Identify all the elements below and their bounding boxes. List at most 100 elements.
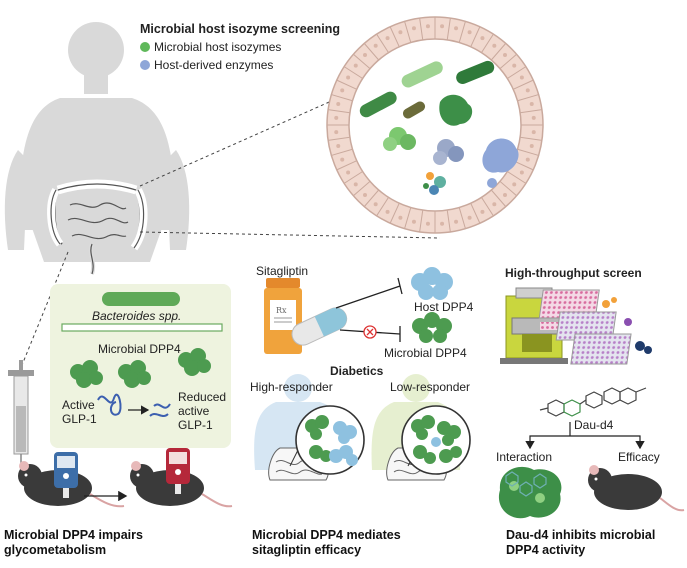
epithelial-cell-nucleus: [525, 88, 530, 93]
docking-complex-icon: [498, 466, 562, 519]
epithelial-cell-border: [458, 207, 466, 229]
epithelial-cell-border: [331, 94, 353, 102]
bacterium-dark-green: [456, 60, 495, 85]
reduced-glp1-label: Reduced active GLP-1: [178, 390, 226, 432]
epithelial-cell-nucleus: [519, 170, 524, 175]
epithelial-cell-nucleus: [440, 221, 445, 226]
high-responder-label: High-responder: [250, 380, 333, 394]
microbial-dpp4-protein-middle: [412, 312, 452, 343]
svg-text:Rx: Rx: [276, 306, 287, 315]
legend-item-microbial: Microbial host isozymes: [140, 40, 281, 54]
epithelial-cell-nucleus: [467, 30, 472, 35]
epithelial-cell-nucleus: [353, 182, 358, 187]
host-enzyme-blob: [482, 138, 519, 188]
middle-caption-line1: Microbial DPP4 mediates: [252, 528, 401, 542]
epithelial-cell-nucleus: [529, 144, 534, 149]
epithelial-cell-nucleus: [340, 157, 345, 162]
epithelial-cell-border: [404, 21, 412, 43]
epithelial-cell-nucleus: [425, 24, 430, 29]
left-caption-line1: Microbial DPP4 impairs: [4, 528, 143, 542]
blue-dot-icon: [140, 60, 150, 70]
small-enzyme-cluster: [383, 127, 464, 195]
epithelial-cell-border: [507, 171, 527, 184]
bacterium-light-green: [401, 61, 443, 88]
epithelial-cell-border: [343, 171, 363, 184]
reduced-line2: active: [178, 404, 210, 418]
epithelial-cell-nucleus: [454, 219, 459, 224]
left-caption: Microbial DPP4 impairs glycometabolism: [4, 528, 143, 558]
microbial-dpp4-label: Microbial DPP4: [98, 342, 181, 356]
epithelial-cell-border: [481, 197, 494, 217]
legend-title: Microbial host isozyme screening: [140, 22, 341, 36]
epithelial-cell-border: [363, 189, 380, 207]
glp1-active-squiggle: [97, 393, 122, 416]
epithelial-cell-nucleus: [336, 144, 341, 149]
host-dpp4-label: Host DPP4: [414, 300, 474, 314]
epithelial-cell-nucleus: [398, 215, 403, 220]
left-panel-bacteroides: [50, 284, 231, 448]
bacteroides-label: Bacteroides spp.: [92, 309, 182, 323]
epithelial-cell-nucleus: [512, 182, 517, 187]
right-caption: Dau-d4 inhibits microbial DPP4 activity: [506, 528, 655, 558]
glucose-meter-left-icon: [54, 452, 78, 498]
sitagliptin-label: Sitagliptin: [256, 264, 309, 278]
epithelial-cell-border: [419, 210, 424, 232]
epithelial-cell-nucleus: [531, 115, 536, 120]
epithelial-cell-border: [446, 18, 451, 40]
epithelial-cell-border: [458, 21, 466, 43]
epithelial-cell-border: [470, 26, 481, 47]
active-glp1-label: Active GLP-1: [62, 398, 97, 426]
epithelial-cell-nucleus: [373, 202, 378, 207]
epithelial-cell-nucleus: [531, 130, 536, 135]
diabetics-label: Diabetics: [330, 364, 384, 378]
epithelial-cell-nucleus: [503, 52, 508, 57]
host-dpp4-protein: [411, 267, 453, 300]
middle-caption: Microbial DPP4 mediates sitagliptin effi…: [252, 528, 401, 558]
legend-host-label: Host-derived enzymes: [154, 58, 274, 72]
epithelial-cell-border: [513, 79, 534, 90]
epithelial-cell-border: [376, 197, 389, 217]
branch-arrows: [525, 422, 645, 450]
interaction-label: Interaction: [496, 450, 553, 464]
legend-microbial-label: Microbial host isozymes: [154, 40, 282, 54]
intestine-illustration: [47, 179, 148, 275]
active-line2: GLP-1: [62, 412, 97, 426]
epithelial-cell-nucleus: [353, 63, 358, 68]
epithelial-cell-border: [328, 136, 350, 141]
microbial-enzyme-blob: [439, 94, 473, 126]
glp1-reduced-squiggle: [153, 403, 171, 409]
epithelial-cell-border: [520, 109, 542, 114]
dau-d4-structure: [539, 387, 647, 417]
right-caption-line2: DPP4 activity: [506, 543, 586, 557]
efficacy-label: Efficacy: [618, 450, 660, 464]
epithelial-cell-border: [328, 109, 350, 114]
right-caption-line1: Dau-d4 inhibits microbial: [506, 528, 656, 542]
epithelial-cell-nucleus: [425, 221, 430, 226]
low-responder-figure: [371, 374, 471, 481]
epithelial-cell-nucleus: [492, 202, 497, 207]
epithelial-cell-nucleus: [492, 43, 497, 48]
epithelial-cell-nucleus: [411, 26, 416, 31]
reduced-line1: Reduced: [178, 390, 227, 404]
epithelial-cell-border: [499, 53, 517, 70]
epithelial-cell-nucleus: [512, 63, 517, 68]
high-responder-figure: [254, 374, 365, 481]
epithelial-cell-nucleus: [411, 219, 416, 224]
epithelial-cell-border: [470, 203, 481, 224]
hts-label: High-throughput screen: [505, 266, 642, 280]
epithelial-cell-nucleus: [385, 36, 390, 41]
epithelial-cell-border: [336, 160, 357, 171]
epithelial-cell-border: [446, 210, 451, 232]
blocked-icon: [363, 325, 377, 339]
epithelial-cell-nucleus: [340, 88, 345, 93]
epithelial-cell-nucleus: [480, 209, 485, 214]
epithelial-cell-border: [507, 66, 527, 79]
epithelial-cell-border: [389, 203, 400, 224]
epithelial-cell-nucleus: [529, 101, 534, 106]
epithelial-cell-border: [481, 33, 494, 53]
epithelial-cell-border: [353, 53, 371, 70]
epithelial-cell-border: [404, 207, 412, 229]
mouse-dau-d4-icon: [588, 465, 685, 512]
epithelial-cell-border: [363, 43, 380, 61]
legend-item-host: Host-derived enzymes: [140, 58, 273, 72]
